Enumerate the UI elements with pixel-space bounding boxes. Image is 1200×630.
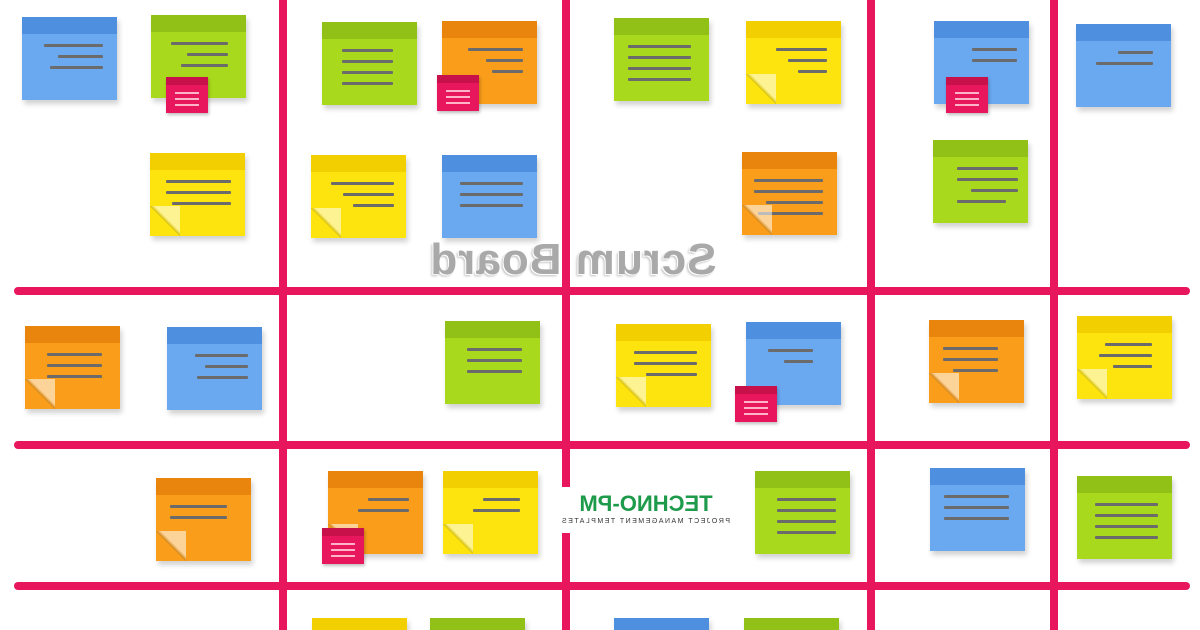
sticky-note[interactable]	[22, 17, 117, 100]
blocker-tag[interactable]	[322, 528, 364, 564]
sticky-note[interactable]	[933, 140, 1028, 223]
sticky-note[interactable]	[442, 155, 537, 238]
sticky-note[interactable]	[430, 618, 525, 630]
sticky-note[interactable]	[156, 478, 251, 561]
sticky-note[interactable]	[614, 18, 709, 101]
sticky-note[interactable]	[1076, 24, 1171, 107]
blocker-tag[interactable]	[735, 386, 777, 422]
grid-divider-horizontal	[14, 582, 1190, 590]
sticky-note[interactable]	[150, 153, 245, 236]
sticky-note[interactable]	[311, 155, 406, 238]
sticky-note[interactable]	[746, 21, 841, 104]
sticky-note[interactable]	[929, 320, 1024, 403]
sticky-note[interactable]	[755, 471, 850, 554]
sticky-note[interactable]	[445, 321, 540, 404]
blocker-tag[interactable]	[437, 75, 479, 111]
board-title: Scrum Board	[429, 235, 717, 284]
sticky-note[interactable]	[614, 618, 709, 630]
grid-divider-horizontal	[14, 287, 1190, 295]
sticky-note[interactable]	[930, 468, 1025, 551]
sticky-note[interactable]	[322, 22, 417, 105]
sticky-note[interactable]	[443, 471, 538, 554]
sticky-note[interactable]	[312, 618, 407, 630]
grid-divider-vertical	[562, 0, 570, 630]
grid-divider-horizontal	[14, 441, 1190, 449]
sticky-note[interactable]	[616, 324, 711, 407]
logo-brand: TECHNO-PM	[579, 491, 713, 516]
blocker-tag[interactable]	[166, 77, 208, 113]
grid-divider-vertical	[1050, 0, 1058, 630]
sticky-note[interactable]	[1077, 316, 1172, 399]
sticky-note[interactable]	[1077, 476, 1172, 559]
logo-tagline: PROJECT MANAGEMENT TEMPLATES	[562, 518, 730, 525]
grid-divider-vertical	[867, 0, 875, 630]
blocker-tag[interactable]	[946, 77, 988, 113]
sticky-note[interactable]	[167, 327, 262, 410]
sticky-note[interactable]	[742, 152, 837, 235]
grid-divider-vertical	[279, 0, 287, 630]
techno-pm-logo: TECHNO-PM PROJECT MANAGEMENT TEMPLATES	[562, 487, 730, 533]
sticky-note[interactable]	[744, 618, 839, 630]
sticky-note[interactable]	[25, 326, 120, 409]
